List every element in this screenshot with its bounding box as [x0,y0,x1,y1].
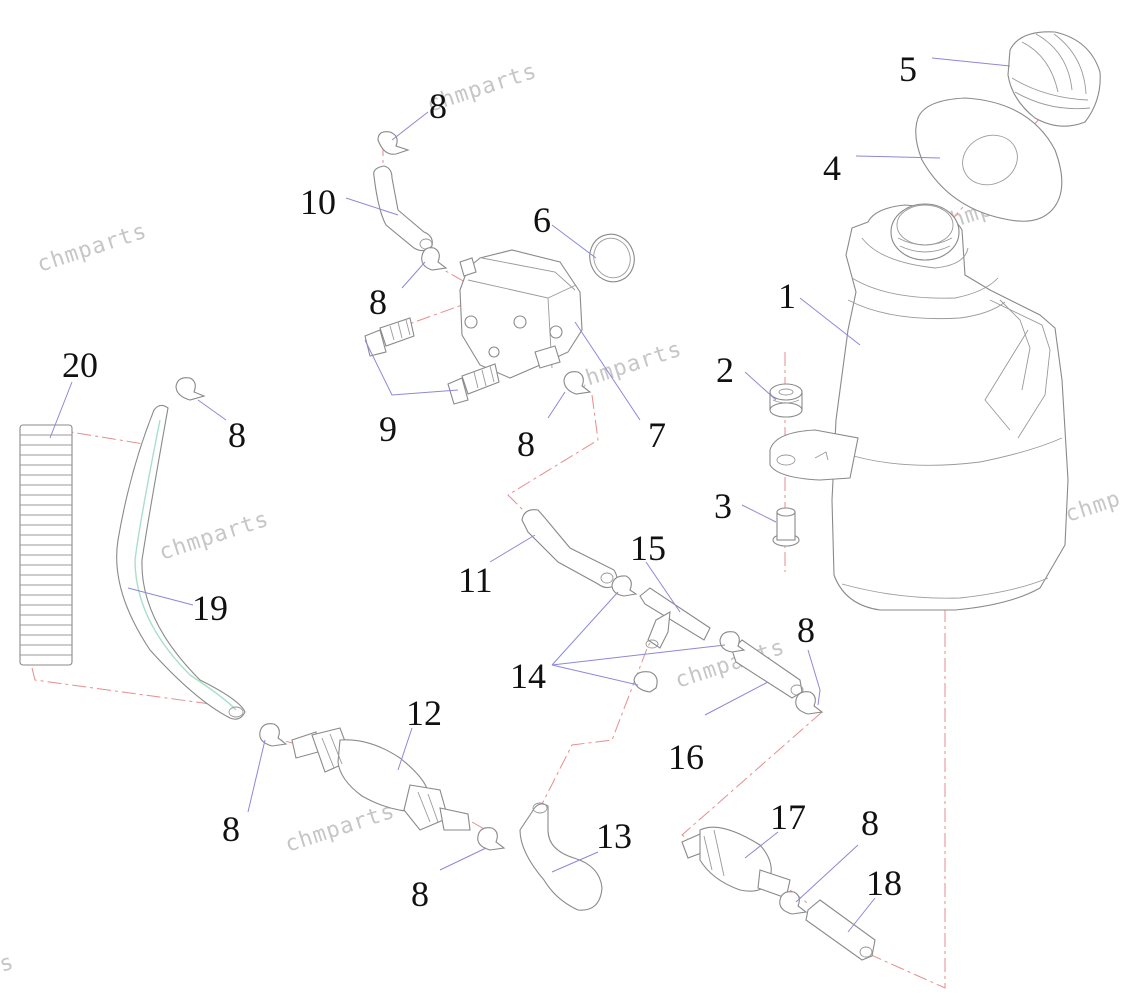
primer-bulb [291,727,471,831]
callout-3: 3 [714,486,732,526]
callout-2: 2 [716,350,734,390]
hose-long [116,404,246,720]
callout-8-hose-top: 8 [228,415,246,455]
clamps [611,575,746,693]
callout-8-bulb-left: 8 [222,809,240,849]
callout-8-top: 8 [429,86,447,126]
callout-8-tee: 8 [797,610,815,650]
watermark-right-edge: chmp [1062,486,1124,527]
fuel-pump [459,249,583,379]
callout-14: 14 [510,656,546,696]
leader-lines [49,57,1011,933]
callout-8-bulb-right: 8 [411,874,429,914]
collar [772,507,800,547]
grommet [769,383,803,418]
fuel-tank [769,203,1069,611]
watermark-pump: chmparts [569,337,685,396]
callout-16: 16 [668,737,704,777]
hose-11 [521,509,618,589]
hose-18 [805,899,876,961]
callout-4: 4 [823,148,841,188]
callout-6: 6 [533,200,551,240]
callout-7: 7 [648,415,666,455]
fuel-filter [681,826,791,899]
elbow-hose [519,802,603,911]
gasket [915,97,1063,222]
callout-12: 12 [406,693,442,733]
mounting-screws [364,317,500,405]
watermark-bulb: chmparts [282,799,398,858]
callout-15: 15 [630,528,666,568]
callout-11: 11 [458,560,493,600]
o-ring [589,233,635,283]
callout-20: 20 [62,345,98,385]
watermark-left-edge: s [0,950,17,978]
tee-fitting [639,587,711,649]
spiral-protector [19,424,73,666]
callout-5: 5 [899,49,917,89]
callout-19: 19 [192,588,228,628]
watermark-left: chmparts [34,219,150,278]
callout-8-pump-bottom: 8 [517,424,535,464]
watermark-hose: chmparts [156,507,272,566]
callout-numbers: 1 2 3 4 5 6 7 8 8 8 8 8 8 8 8 9 10 11 12… [62,49,917,914]
callout-8-filter: 8 [861,803,879,843]
callout-17: 17 [770,797,806,837]
callout-9: 9 [379,409,397,449]
hose-short-top [373,165,433,252]
callout-10: 10 [300,182,336,222]
callout-13: 13 [596,816,632,856]
callout-8-pump-left: 8 [369,282,387,322]
callout-1: 1 [778,276,796,316]
callout-18: 18 [866,863,902,903]
filler-cap [1007,31,1101,127]
hose-clips [175,131,824,915]
